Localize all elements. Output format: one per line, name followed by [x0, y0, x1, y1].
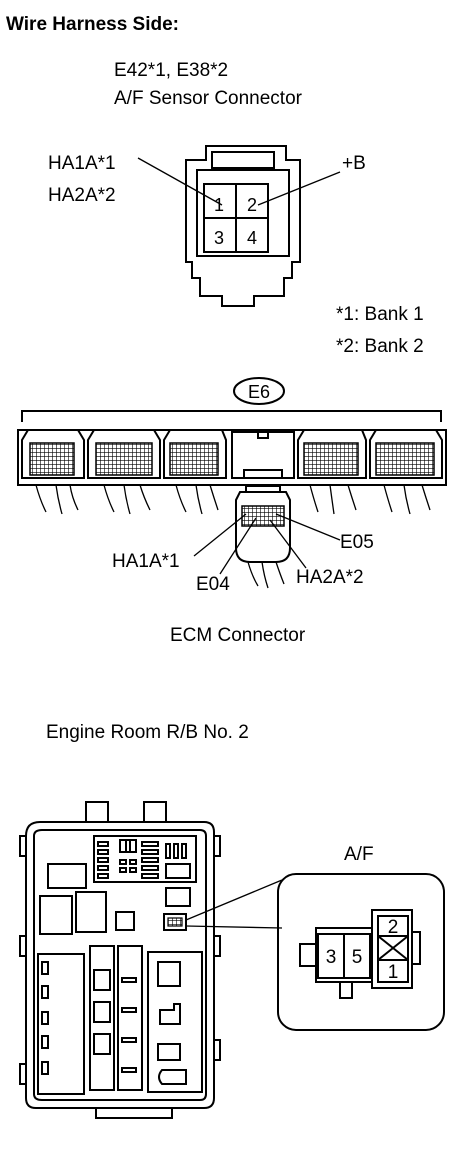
af-leader-plus-b [257, 171, 341, 206]
af-pin-1: 1 [214, 195, 224, 215]
ecm-leader-e04 [219, 517, 257, 575]
af-pin-4: 4 [247, 228, 257, 248]
af-leader-ha1a [137, 157, 223, 206]
ecm-label-e05: E05 [340, 532, 374, 553]
ecm-caption: ECM Connector [170, 625, 306, 646]
ecm-id: E6 [248, 382, 270, 402]
af-label-ha2a: HA2A*2 [48, 185, 116, 206]
ecm-connector [17, 410, 447, 589]
af-label-plus-b: +B [342, 153, 366, 174]
af-label-ha1a: HA1A*1 [48, 153, 116, 174]
rb-detail-label: A/F [344, 844, 374, 865]
note-bank-2: *2: Bank 2 [336, 336, 424, 357]
ecm-leader-ha2a [269, 519, 307, 569]
ecm-leader-ha1a [193, 513, 247, 557]
af-pin-3: 3 [214, 228, 224, 248]
rb-pin-3: 3 [326, 947, 337, 968]
ecm-label-ha1a: HA1A*1 [112, 551, 180, 572]
ecm-leader-e05 [275, 513, 341, 541]
ecm-label-ha2a: HA2A*2 [296, 567, 364, 588]
rb-title: Engine Room R/B No. 2 [46, 722, 249, 743]
ecm-label-e04: E04 [196, 574, 230, 595]
af-connector-title: A/F Sensor Connector [114, 88, 303, 109]
relay-block [19, 801, 283, 1119]
af-pin-2: 2 [247, 195, 257, 215]
rb-pin-5: 5 [352, 947, 363, 968]
af-sensor-connector [185, 145, 301, 307]
rb-pin-1: 1 [388, 962, 399, 983]
note-bank-1: *1: Bank 1 [336, 304, 424, 325]
af-connector-ids: E42*1, E38*2 [114, 60, 228, 81]
af-detail-callout [277, 873, 445, 1031]
ecm-id-badge [233, 377, 285, 405]
rb-pin-2: 2 [388, 917, 399, 938]
page-title: Wire Harness Side: [6, 14, 179, 35]
